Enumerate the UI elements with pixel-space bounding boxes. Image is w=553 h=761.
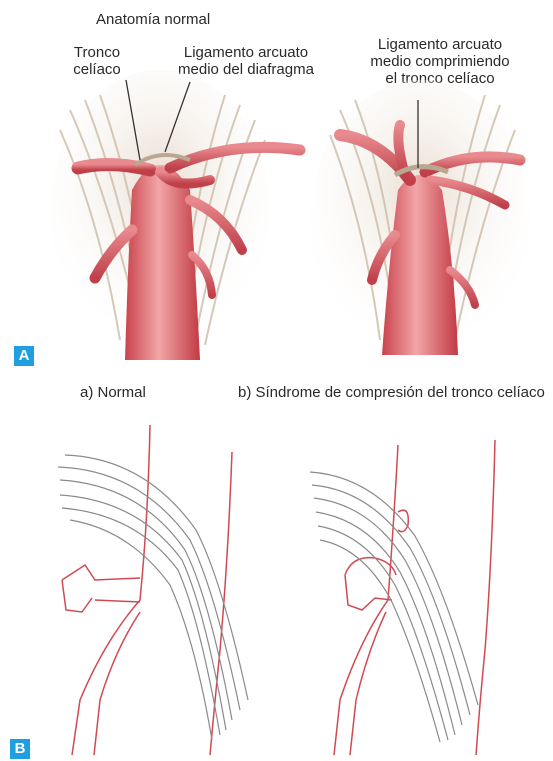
- celiac-branch-left: [78, 164, 150, 170]
- compression-anatomy-drawing: [310, 80, 530, 360]
- aorta-inner-wall: [94, 612, 140, 755]
- celiac-compressed-stub: [345, 558, 396, 610]
- syndrome-line-diagram: [310, 440, 495, 755]
- aorta-wall-left: [72, 425, 150, 755]
- normal-line-diagram: [58, 425, 248, 755]
- ligament-fibers-normal: [58, 455, 248, 740]
- normal-anatomy-drawing: [50, 70, 300, 360]
- aorta-wall-right-syndrome: [476, 440, 495, 755]
- aorta: [125, 165, 200, 360]
- celiac-stub: [62, 565, 140, 612]
